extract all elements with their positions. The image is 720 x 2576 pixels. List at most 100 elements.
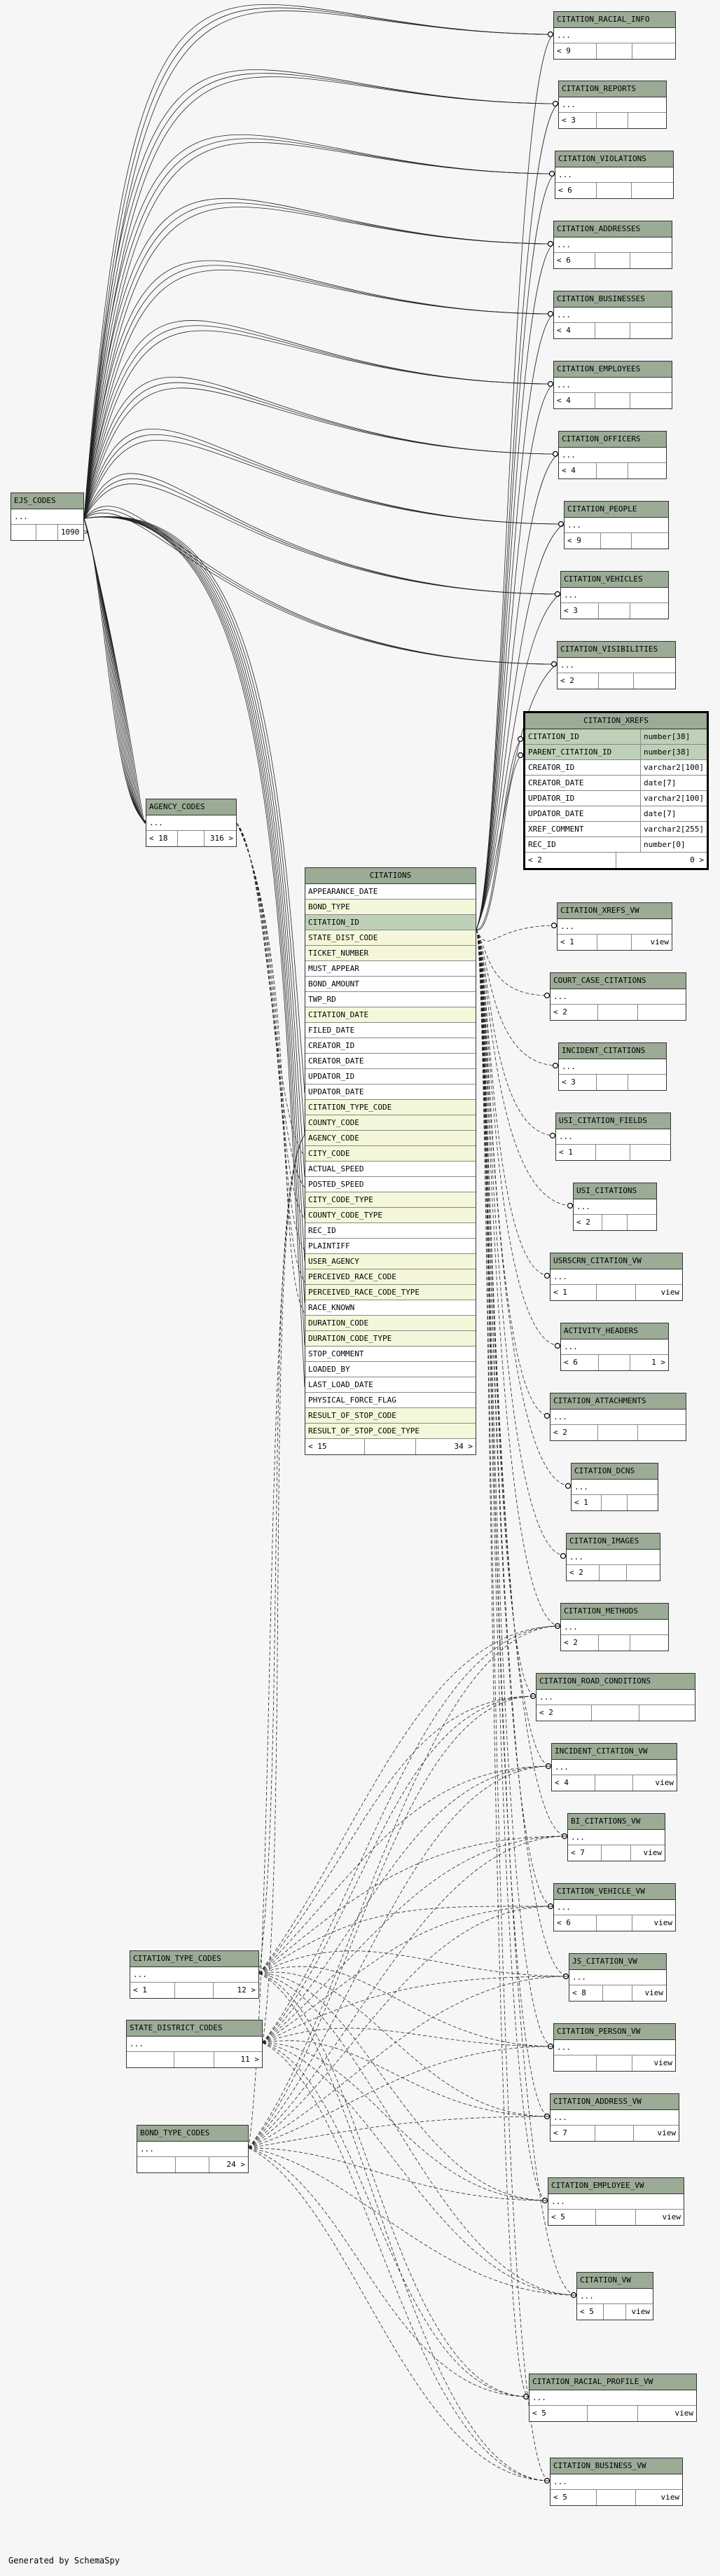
parent-count: < 1 [556,1145,597,1160]
fk-line [83,7,554,519]
child-count: view [655,1778,674,1787]
table-row-ellipsis: ... [554,1900,675,1915]
count-spacer [592,1705,639,1721]
parent-count: < 9 [554,43,597,59]
fk-line [262,2042,529,2397]
fk-line [83,11,554,519]
table-citation-visibilities[interactable]: CITATION_VISIBILITIES...< 2 [557,641,676,689]
table-citation-vehicles[interactable]: CITATION_VEHICLES...< 3 [560,571,669,619]
parent-count: < 2 [574,1215,603,1230]
relationship-counts: 11 > [127,2052,262,2067]
parent-count [554,2055,597,2071]
crow-foot [517,752,524,759]
fk-line [83,4,554,519]
table-court-case-citations[interactable]: COURT_CASE_CITATIONS...< 2 [550,972,686,1021]
count-spacer [598,1005,639,1020]
child-count [628,1075,666,1090]
table-citation-images[interactable]: CITATION_IMAGES...< 2 [566,1533,660,1581]
table-row-ellipsis: ... [556,1129,670,1145]
table-citation-person-vw[interactable]: CITATION_PERSON_VW...view [553,2023,676,2072]
relationship-counts: < 1 [556,1145,670,1160]
table-citation-reports[interactable]: CITATION_REPORTS...< 3 [558,81,667,129]
column-creator-date: CREATOR_DATE [305,1054,476,1069]
relationship-counts: 1090 > [11,525,89,540]
relationship-counts: < 2 [551,1005,686,1020]
table-row-ellipsis: ... [551,1410,686,1425]
column-filed-date: FILED_DATE [305,1023,476,1038]
child-count: 34 > [454,1442,473,1451]
table-usi-citation-fields[interactable]: USI_CITATION_FIELDS...< 1 [555,1113,671,1161]
table-citation-people[interactable]: CITATION_PEOPLE...< 9 [564,501,669,549]
table-row-ellipsis: ... [568,1830,665,1845]
table-row-ellipsis: ... [577,2289,653,2304]
table-ejs-codes[interactable]: EJS_CODES...1090 > [11,493,89,541]
child-count [639,1705,695,1721]
column-name: UPDATOR_DATE [525,806,641,821]
fk-line [476,755,524,930]
fk-line [83,434,565,525]
table-citation-businesses[interactable]: CITATION_BUSINESSES...< 4 [553,291,672,339]
table-citation-violations[interactable]: CITATION_VIOLATIONS...< 6 [555,151,674,199]
table-header: CITATION_EMPLOYEES [554,361,672,378]
table-citation-employees[interactable]: CITATION_EMPLOYEES...< 4 [553,361,672,409]
count-spacer [597,43,633,59]
child-count [630,603,668,619]
table-citation-addresses[interactable]: CITATION_ADDRESSES...< 6 [553,221,672,269]
table-header: CITATION_PERSON_VW [554,2024,675,2040]
table-bond-type-codes[interactable]: BOND_TYPE_CODES...24 > [137,2125,249,2173]
child-count: 11 > [240,2055,259,2064]
fk-line [83,73,559,519]
fk-line [83,516,305,1094]
table-row-ellipsis: ... [559,448,666,463]
table-citation-racial-info[interactable]: CITATION_RACIAL_INFO...< 9 [553,11,676,60]
parent-count: < 3 [559,1075,597,1090]
fk-line [83,134,555,519]
parent-count: < 4 [554,393,595,408]
fk-line [83,509,558,665]
column-citation-date: CITATION_DATE [305,1007,476,1023]
child-count: 12 > [237,1985,256,1995]
table-citation-attachments[interactable]: CITATION_ATTACHMENTS...< 2 [550,1393,686,1441]
crow-foot [547,31,554,38]
fk-line [476,243,554,930]
child-count [630,1145,670,1160]
table-row-ellipsis: ... [569,1970,666,1985]
fk-line [248,2147,548,2201]
table-usi-citations[interactable]: USI_CITATIONS...< 2 [573,1183,657,1231]
fk-line [248,2147,529,2397]
table-citation-road-conditions[interactable]: CITATION_ROAD_CONDITIONS...< 2 [536,1673,695,1721]
table-state-district-codes[interactable]: STATE_DISTRICT_CODES...11 > [126,2020,263,2068]
table-citation-officers[interactable]: CITATION_OFFICERS...< 4 [558,431,667,479]
table-incident-citations[interactable]: INCIDENT_CITATIONS...< 3 [558,1042,667,1091]
parent-count [127,2052,174,2067]
crow-foot [544,1272,551,1279]
table-citation-methods[interactable]: CITATION_METHODS...< 2 [560,1603,669,1651]
column-updator-id: UPDATOR_ID [305,1069,476,1084]
fk-line [258,1625,561,1974]
table-row-ellipsis: ... [555,167,673,183]
relationship-counts: < 3 [559,113,666,128]
table-citation-dcns[interactable]: CITATION_DCNS...< 1 [571,1463,658,1511]
child-count: view [644,1988,663,1997]
child-count [630,393,672,408]
